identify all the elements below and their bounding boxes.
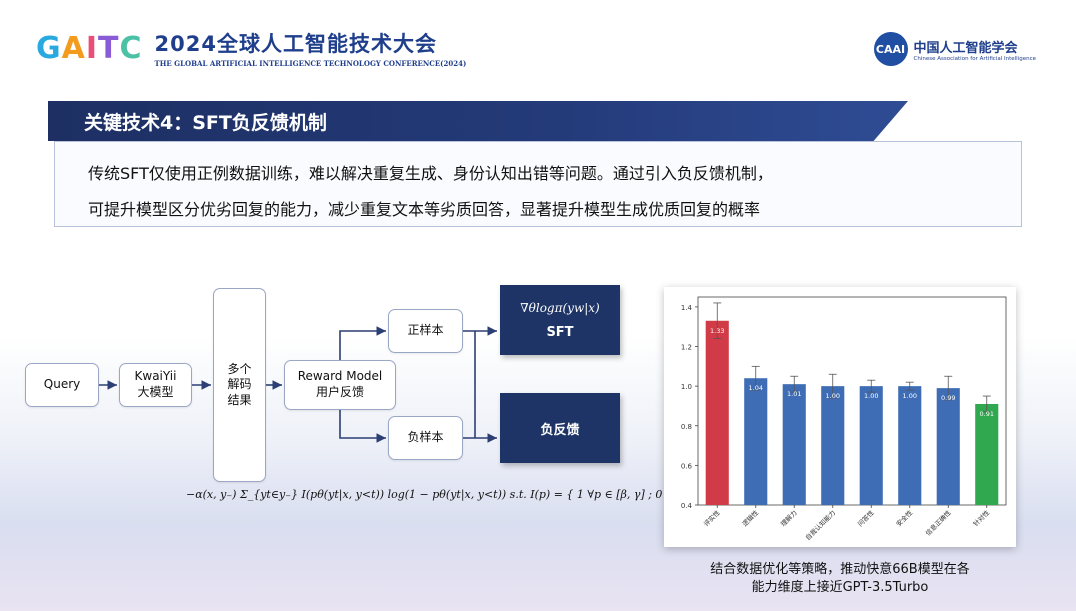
sft-formula: ∇θlogπ(yw|x)	[520, 300, 600, 315]
plot-frame	[697, 296, 1007, 506]
query-node: Query	[25, 363, 99, 407]
model-node: KwaiYii 大模型	[119, 363, 192, 407]
y-tick-label: 0.6	[681, 462, 693, 470]
data-label: 0.99	[941, 394, 955, 402]
section-title: 关键技术4：SFT负反馈机制	[84, 112, 327, 134]
results-label-line3: 结果	[227, 392, 252, 407]
chart-caption: 结合数据优化等策略，推动快意66B模型在各 能力维度上接近GPT-3.5Turb…	[664, 561, 1016, 597]
caai-name: 中国人工智能学会	[913, 40, 1018, 56]
loss-formula: −α(x, y₋) Σ_{yt∈y₋} I(pθ(yt|x, y<t)) log…	[186, 488, 673, 501]
query-label: Query	[43, 377, 81, 392]
reward-model-node: Reward Model 用户反馈	[284, 360, 396, 410]
sft-label: SFT	[546, 324, 574, 340]
conference-title-block: 2024全球人工智能技术大会 THE GLOBAL ARTIFICIAL INT…	[155, 28, 467, 68]
data-label: 1.00	[826, 392, 840, 400]
bar	[705, 320, 729, 505]
x-tick-label: 评实性	[702, 508, 723, 529]
bar	[936, 388, 960, 505]
logo-letter: A	[61, 30, 86, 66]
data-label: 1.00	[903, 392, 917, 400]
caption-line-2: 能力维度上接近GPT-3.5Turbo	[751, 580, 929, 596]
description-line-1: 传统SFT仅使用正例数据训练，难以解决重复生成、身份认知出错等问题。通过引入负反…	[88, 164, 773, 183]
data-label: 1.04	[749, 384, 763, 392]
data-label: 1.00	[864, 392, 878, 400]
results-label-line2: 解码	[227, 377, 252, 392]
bar-chart: 0.4 0.6 0.8 1.0 1.2 1.4 1.33 评实性 1.04 逻辑性 1.01 理解力 1…	[681, 296, 1007, 542]
model-label-line1: KwaiYii	[134, 369, 177, 384]
conference-logo: G A I T C 2024全球人工智能技术大会 THE GLOBAL ARTI…	[36, 28, 467, 69]
bar	[821, 386, 845, 505]
logo-letter: I	[85, 30, 99, 66]
results-label-line1: 多个	[227, 361, 252, 376]
sft-node: ∇θlogπ(yw|x) SFT	[500, 285, 620, 355]
x-tick-label: 逻辑性	[740, 508, 761, 529]
caai-logo: CAAI 中国人工智能学会 Chinese Association for Ar…	[873, 32, 1036, 66]
logo-letter: G	[36, 30, 62, 66]
arrow-reward-negative	[339, 410, 386, 443]
gaitc-logo: G A I T C	[36, 31, 143, 66]
positive-label: 正样本	[407, 323, 444, 338]
y-tick-label: 0.4	[681, 502, 693, 510]
data-label: 1.33	[710, 327, 724, 335]
caai-name-en: Chinese Association for Artificial Intel…	[913, 55, 1036, 62]
description-box	[54, 141, 1022, 227]
positive-sample-node: 正样本	[388, 309, 463, 353]
chart-card: 0.4 0.6 0.8 1.0 1.2 1.4 1.33 评实性 1.04 逻辑性 1.01 理解力 1…	[664, 287, 1016, 547]
conference-title: 2024全球人工智能技术大会	[154, 32, 437, 56]
reward-label-line2: 用户反馈	[315, 385, 364, 399]
negative-sample-node: 负样本	[388, 416, 463, 460]
caai-emblem-icon: CAAI	[873, 32, 908, 66]
x-tick-label: 理解力	[779, 508, 799, 528]
x-tick-label: 问答性	[856, 508, 877, 529]
x-tick-label: 针对性	[971, 508, 992, 529]
y-tick-label: 0.8	[681, 423, 692, 431]
results-node: 多个 解码 结果	[213, 288, 266, 482]
arrow-reward-positive	[339, 326, 386, 360]
data-label: 1.01	[787, 390, 801, 398]
y-tick-label: 1.0	[681, 383, 692, 391]
data-label: 0.91	[980, 410, 994, 418]
bar	[859, 386, 883, 505]
negative-feedback-node: 负反馈	[500, 393, 620, 463]
negative-feedback-label: 负反馈	[540, 422, 580, 438]
reward-label-line1: Reward Model	[297, 369, 383, 384]
y-tick-label: 1.4	[681, 304, 693, 312]
bar	[744, 378, 768, 505]
description-line-2: 可提升模型区分优劣回复的能力，减少重复文本等劣质回答，显著提升模型生成优质回复的…	[88, 200, 761, 219]
bar	[975, 403, 999, 505]
x-tick-label: 信息正确性	[923, 508, 953, 538]
x-tick-label: 自我认知能力	[803, 508, 837, 542]
conference-subtitle: THE GLOBAL ARTIFICIAL INTELLIGENCE TECHN…	[154, 59, 467, 68]
bar	[898, 386, 922, 505]
caption-line-1: 结合数据优化等策略，推动快意66B模型在各	[710, 562, 970, 577]
negative-label: 负样本	[407, 430, 444, 445]
section-title-band	[48, 101, 908, 141]
y-tick-label: 1.2	[681, 344, 692, 352]
logo-letter: C	[119, 30, 143, 66]
logo-letter: T	[98, 30, 120, 66]
model-label-line2: 大模型	[137, 385, 174, 399]
bar	[782, 384, 806, 505]
caai-text: 中国人工智能学会 Chinese Association for Artific…	[914, 37, 1036, 62]
x-tick-label: 安全性	[894, 508, 915, 529]
